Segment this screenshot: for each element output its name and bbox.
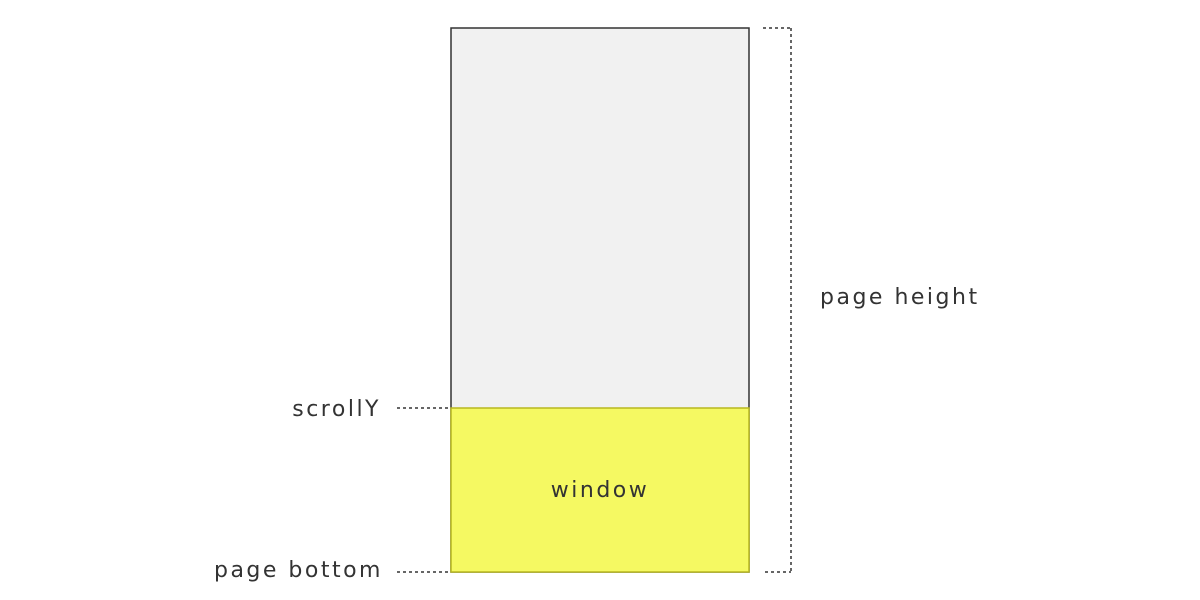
window-rect bbox=[450, 407, 750, 573]
page-height-label: page height bbox=[820, 285, 980, 310]
page-bottom-label: page bottom bbox=[214, 558, 383, 583]
window-label: window bbox=[551, 478, 649, 503]
scrolly-label: scrollY bbox=[292, 397, 381, 422]
page-height-bracket bbox=[763, 27, 792, 573]
